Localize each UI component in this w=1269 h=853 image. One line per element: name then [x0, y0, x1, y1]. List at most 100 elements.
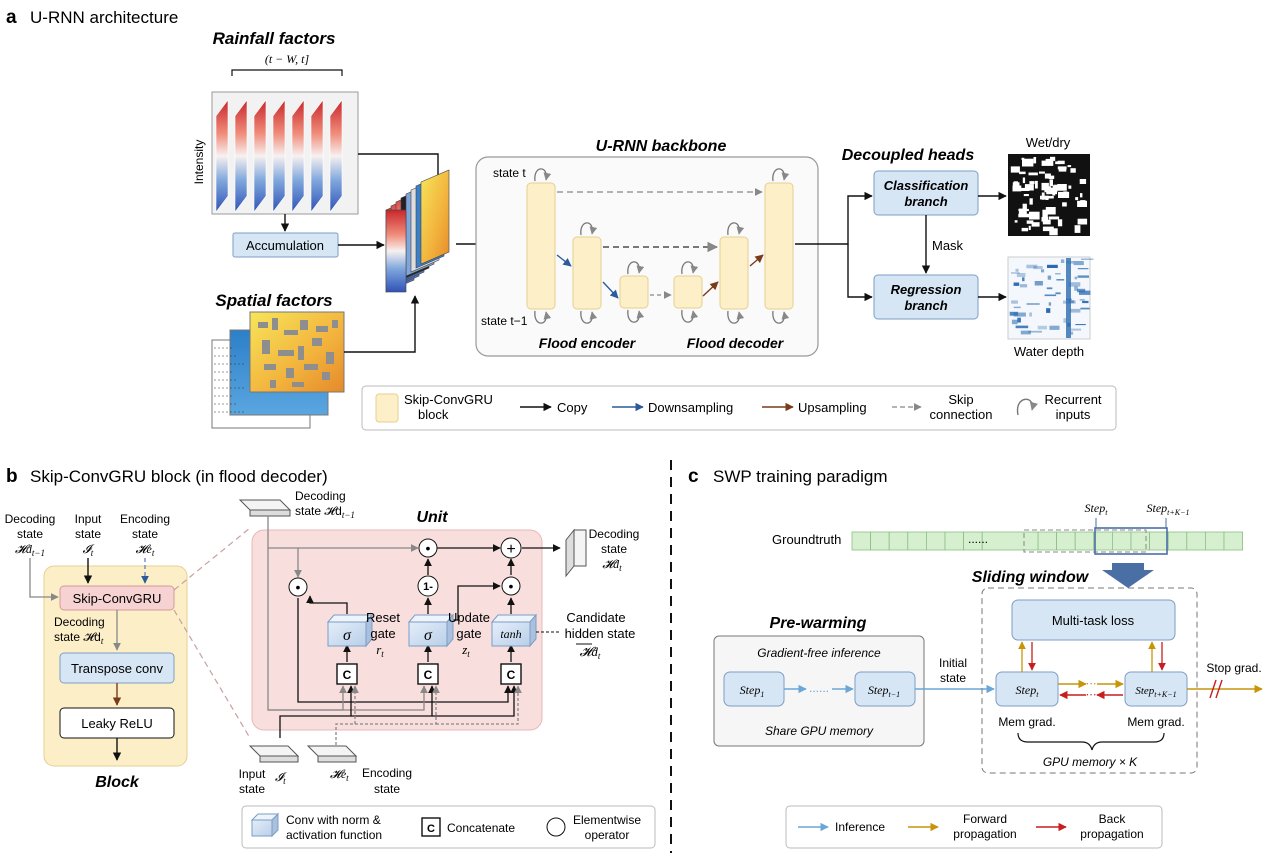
wet-cell	[1079, 179, 1087, 184]
tensor-front	[385, 209, 407, 293]
groundtruth-timeline	[851, 531, 1244, 551]
depth-cell	[1026, 303, 1040, 305]
zoom-line-bottom	[173, 609, 251, 739]
depth-cell	[1047, 264, 1058, 268]
reset-line2: gate	[370, 626, 395, 641]
building-block	[284, 330, 298, 335]
svg-text:•: •	[426, 540, 431, 556]
timeline-cell	[926, 531, 946, 551]
wet-cell	[1057, 219, 1063, 227]
depth-cell	[1060, 259, 1065, 263]
timeline-cell	[1037, 531, 1058, 551]
wet-cell	[1041, 217, 1048, 222]
legend-b	[241, 805, 656, 849]
arrow-spatial-tensor	[344, 295, 420, 353]
depth-cell	[1046, 308, 1051, 313]
svg-text:C: C	[507, 668, 516, 682]
unit-label: Unit	[416, 509, 448, 526]
feature-tensor	[385, 169, 450, 293]
wet-cell	[1048, 216, 1060, 220]
wet-cell	[1067, 165, 1072, 168]
legend-a	[361, 385, 1117, 431]
u-line-enc-c1	[335, 685, 359, 745]
wet-cell	[1055, 161, 1062, 165]
wet-cell	[1057, 184, 1067, 191]
concat-1: C	[336, 663, 358, 685]
decoder-block-3	[764, 182, 794, 310]
depth-cell	[1028, 330, 1042, 333]
state-t-label: state t	[493, 166, 526, 180]
timeline-cell	[1167, 531, 1188, 551]
depth-cell	[1070, 331, 1074, 335]
building-block	[292, 382, 304, 387]
depth-cell	[1074, 276, 1078, 280]
b-dec-sym: 𝓗dt−1	[15, 542, 45, 558]
depth-cell	[1016, 273, 1026, 277]
intensity-label: Intensity	[192, 140, 206, 185]
accumulation-label: Accumulation	[246, 238, 324, 253]
legend-recurrent-icon	[1016, 398, 1038, 416]
step-t1-label: Stept−1	[868, 683, 900, 699]
bottom-enc-sym: 𝓗et	[330, 767, 349, 783]
timeline-cell	[1112, 531, 1132, 551]
depth-cell	[1048, 302, 1052, 306]
legend-down-label: Downsampling	[648, 400, 733, 415]
depth-cell	[1015, 268, 1019, 272]
b-arrow-dec-in	[29, 558, 59, 601]
wet-cell	[1074, 225, 1081, 233]
upsampling-arrow-2	[749, 254, 764, 267]
wet-cell	[1068, 185, 1072, 189]
wet-cell	[1070, 168, 1076, 173]
sliding-window-box	[981, 587, 1198, 774]
update-sym: zt	[461, 642, 470, 659]
depth-cell	[1080, 307, 1090, 310]
building-block	[322, 372, 330, 380]
building-block	[300, 320, 308, 330]
depth-cell	[1077, 288, 1086, 293]
rainfall-sheet	[234, 99, 248, 213]
panel-b: b Skip-ConvGRU block (in flood decoder) …	[5, 466, 656, 849]
state-t1-label: state t−1	[481, 314, 528, 328]
depth-cell	[1055, 292, 1061, 295]
legend-block-line2: block	[418, 407, 449, 422]
legend-concat-label: Concatenate	[447, 821, 515, 835]
bottom-input-line1: Input	[239, 767, 266, 781]
op-dot-left: •	[288, 577, 308, 597]
timeline-cell	[870, 531, 890, 551]
back-dots: ⋯	[1086, 689, 1097, 701]
svg-text:+: +	[506, 541, 515, 558]
depth-cell	[1015, 325, 1029, 329]
svg-text:σ: σ	[343, 627, 352, 644]
groundtruth-label: Groundtruth	[772, 532, 841, 547]
spatial-stack	[211, 311, 345, 429]
recurrent-arrow-icon	[534, 168, 790, 324]
cls-line1: Classification	[884, 178, 969, 193]
top-dec-slab	[238, 499, 292, 511]
arrow-backbone-cls	[795, 191, 873, 245]
wet-cell	[1046, 187, 1057, 195]
wet-cell	[1080, 200, 1086, 205]
window-bracket	[231, 69, 343, 76]
svg-text:1-: 1-	[423, 581, 433, 593]
wet-cell	[1024, 184, 1034, 191]
building-block	[270, 380, 276, 388]
decoder-label: Flood decoder	[687, 335, 785, 351]
encoder-block-3	[619, 275, 649, 309]
downsampling-arrow-2	[602, 281, 619, 299]
decoder-block-2	[719, 236, 749, 310]
recurrent-loop	[627, 309, 645, 323]
op-1minus: 1-	[417, 575, 439, 597]
panel-a: a U-RNN architecture Rainfall factors (t…	[6, 7, 1117, 431]
top-dec-line2: state 𝓗dt−1	[295, 504, 355, 520]
depth-cell	[1041, 269, 1045, 273]
legend-skip-line1: Skip	[948, 392, 973, 407]
inf-dots: ......	[809, 681, 829, 695]
timeline-cell	[1130, 531, 1151, 551]
panel-a-title: U-RNN architecture	[30, 8, 178, 27]
legend-c	[785, 805, 1163, 849]
fwd-dots: ⋯	[1086, 678, 1097, 690]
share-gpu-label: Share GPU memory	[765, 724, 874, 738]
reset-sym: rt	[376, 642, 384, 659]
timeline-cell	[1056, 531, 1076, 551]
timeline-cell	[1093, 531, 1113, 551]
